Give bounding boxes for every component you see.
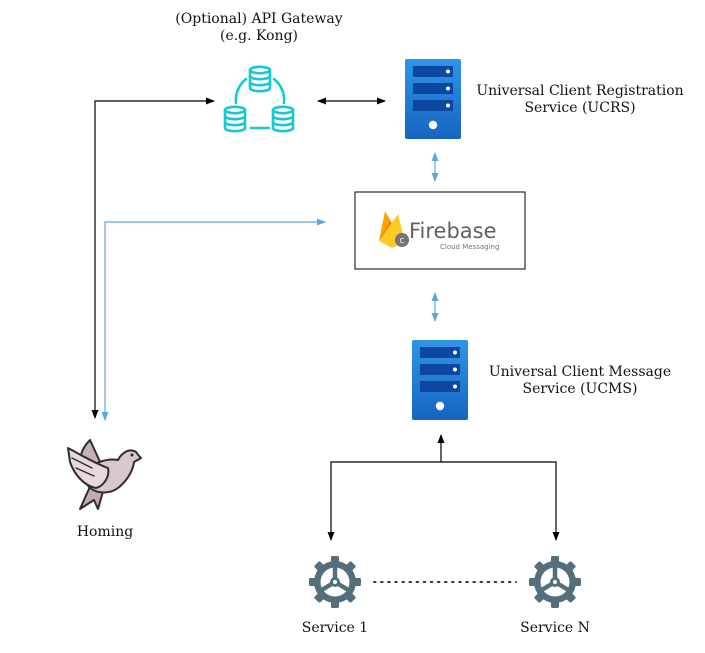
pigeon-icon [67, 439, 142, 510]
arrow-services-ucms [327, 461, 560, 541]
gear-icon [529, 556, 581, 608]
firebase-wordmark: Firebase [409, 219, 497, 243]
ucms-label-line2: Service (UCMS) [522, 381, 638, 397]
server-icon [405, 59, 461, 139]
firebase-node: C Firebase Cloud Messaging [354, 191, 526, 270]
gateway-label: (Optional) API Gateway (e.g. Kong) [139, 11, 379, 45]
server-icon [412, 340, 468, 420]
svg-text:C: C [400, 237, 405, 245]
ucms-label-line1: Universal Client Message [488, 364, 672, 380]
gateway-label-line1: (Optional) API Gateway [175, 11, 343, 27]
firebase-tagline: Cloud Messaging [440, 243, 499, 251]
ucrs-label-line2: Service (UCRS) [524, 100, 636, 116]
gear-icon [309, 556, 361, 608]
service-n-label: Service N [520, 620, 590, 636]
arrow-firebase-homing [101, 218, 326, 421]
ucrs-label: Universal Client Registration Service (U… [460, 83, 700, 117]
ucms-label: Universal Client Message Service (UCMS) [470, 364, 690, 398]
firebase-flame-icon: C [379, 211, 409, 248]
service-1-label: Service 1 [301, 620, 369, 636]
arrow-homing-gateway [91, 97, 215, 419]
gateway-label-line2: (e.g. Kong) [219, 28, 298, 44]
ucrs-label-line1: Universal Client Registration [476, 83, 684, 99]
connectors [91, 97, 560, 583]
homing-label: Homing [76, 524, 134, 540]
database-cluster-icon [223, 65, 295, 133]
